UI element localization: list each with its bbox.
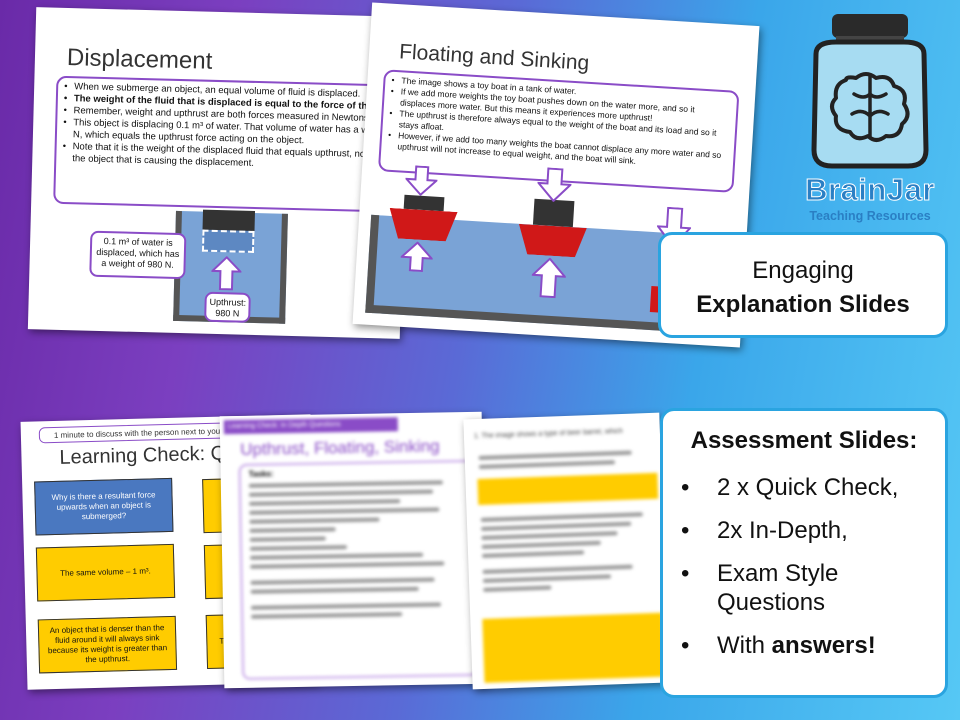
toy-boat xyxy=(388,194,459,244)
slide-title: Upthrust, Floating, Sinking xyxy=(240,436,440,459)
assessment-list: •2 x Quick Check, •2x In-Depth, •Exam St… xyxy=(681,473,931,660)
list-item: •Exam Style Questions xyxy=(681,560,839,616)
brainjar-logo: BrainJar Teaching Resources xyxy=(796,10,944,223)
bullet-box: When we submerge an object, an equal vol… xyxy=(53,75,409,214)
panel-line2: Explanation Slides xyxy=(696,291,910,318)
panel-assessment: Assessment Slides: •2 x Quick Check, •2x… xyxy=(660,408,948,698)
callout-upthrust: Upthrust: 980 N xyxy=(204,291,251,323)
answer-highlight xyxy=(482,612,665,683)
slide-title: Floating and Sinking xyxy=(398,40,590,75)
down-arrow-icon xyxy=(404,165,439,197)
panel-heading: Assessment Slides: xyxy=(690,427,918,454)
panel-explanation: Engaging Explanation Slides xyxy=(658,232,948,338)
slide-tag: Learning Check: In Depth Questions xyxy=(223,417,398,435)
toy-boat xyxy=(517,198,588,258)
displaced-water xyxy=(201,229,255,253)
list-item: •2x In-Depth, xyxy=(681,517,848,544)
answer-card: An object that is denser than the fluid … xyxy=(37,615,178,674)
tasks-box: Tasks: xyxy=(238,459,479,680)
up-arrow-icon xyxy=(399,241,434,273)
list-item: •With answers! xyxy=(681,632,876,659)
answer-card: The same volume – 1 m³. xyxy=(35,543,176,602)
question-text: 1. The image shows a type of beer barrel… xyxy=(473,427,623,441)
upthrust-arrow xyxy=(210,255,242,291)
slide-title: Learning Check: Qui xyxy=(59,442,243,469)
question-card: Why is there a resultant force upwards w… xyxy=(34,477,174,536)
header-text: 1 minute to discuss with the person next… xyxy=(53,426,223,440)
up-arrow-icon xyxy=(530,257,567,299)
brain-jar-icon xyxy=(811,14,929,169)
down-arrow-icon xyxy=(536,167,573,203)
tasks-label: Tasks: xyxy=(248,469,274,479)
callout-displaced-water: 0.1 m³ of water is displaced, which has … xyxy=(89,230,187,280)
panel-line1: Engaging xyxy=(752,257,854,284)
brand-subtitle: Teaching Resources xyxy=(809,209,931,223)
answer-highlight xyxy=(477,472,659,506)
brand-name: BrainJar xyxy=(805,172,935,208)
slide-title: Displacement xyxy=(66,44,213,75)
slide-exam-style: 1. The image shows a type of beer barrel… xyxy=(463,412,669,690)
list-item: •2 x Quick Check, xyxy=(681,474,899,501)
slide-displacement: Displacement When we submerge an object,… xyxy=(27,7,409,339)
slide-in-depth: Learning Check: In Depth Questions Upthr… xyxy=(219,411,487,689)
answers-text: With answers! xyxy=(717,632,876,659)
